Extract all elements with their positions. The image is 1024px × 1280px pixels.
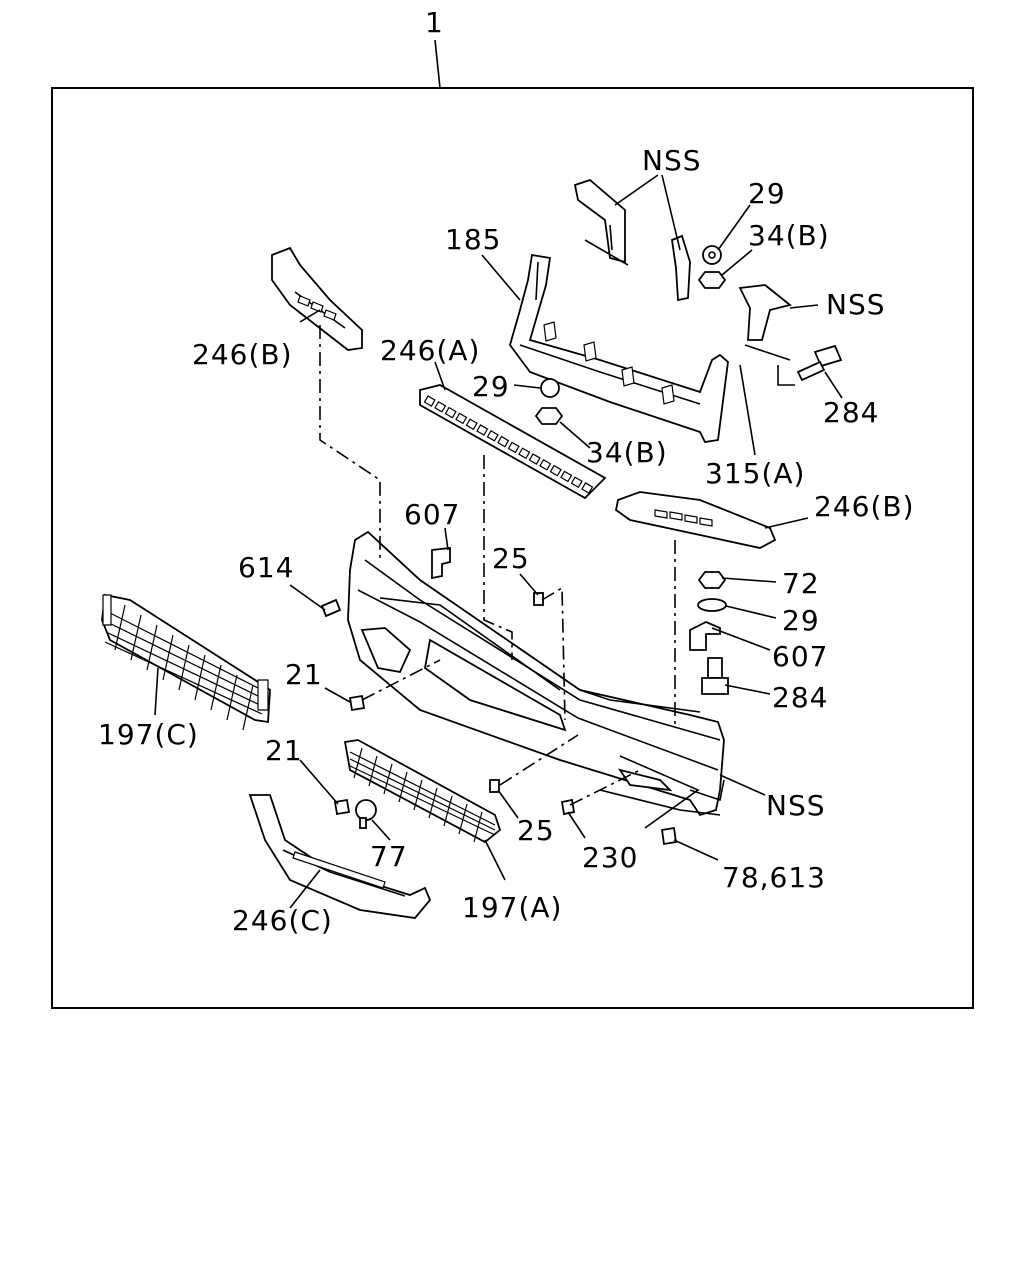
label-607-top: 607: [404, 498, 460, 531]
side-grille-197c: [101, 593, 271, 731]
clip-25-low: [489, 779, 500, 793]
label-77: 77: [370, 840, 408, 873]
nut-72: [697, 571, 727, 589]
label-25-low: 25: [517, 814, 555, 847]
lower-grille-197a: [343, 739, 502, 844]
alignment-line-21: [361, 659, 441, 701]
lower-trim-246c: [248, 794, 432, 919]
nss-bracket-top-right: [671, 234, 691, 302]
nss-bracket-right: [738, 284, 792, 361]
corner-trim-246b-right: [615, 491, 777, 549]
label-29-low: 29: [782, 604, 820, 637]
alignment-line-25-top: [541, 586, 566, 721]
bracket-607-top: [431, 546, 451, 580]
label-nss-top: NSS: [642, 144, 702, 177]
label-246c: 246(C): [232, 904, 333, 937]
label-246a: 246(A): [380, 334, 480, 367]
label-34b-top: 34(B): [748, 219, 830, 252]
washer-29-low: [697, 598, 727, 612]
clip-614: [320, 598, 342, 618]
corner-trim-246b-left: [271, 246, 363, 351]
alignment-line-nss-right: [777, 365, 795, 386]
label-78-613: 78,613: [722, 861, 826, 894]
assembly-frame: [51, 87, 974, 1009]
label-284-low: 284: [772, 681, 828, 714]
leader-lines: [154, 174, 843, 909]
clip-21-top: [348, 694, 366, 712]
alignment-line-78: [619, 755, 700, 829]
alignment-line-246a: [483, 455, 513, 660]
assembly-number-label: 1: [425, 6, 444, 39]
label-284-top: 284: [823, 396, 879, 429]
label-29-mid: 29: [472, 370, 510, 403]
bracket-607-right: [689, 621, 721, 651]
rivet-77: [355, 799, 377, 829]
label-nss-low: NSS: [766, 789, 826, 822]
front-bumper: [347, 530, 725, 817]
label-34b-mid: 34(B): [586, 436, 668, 469]
label-197c: 197(C): [98, 718, 199, 751]
assembly-leader-line: [434, 39, 441, 89]
washer-29-top: [702, 245, 722, 265]
label-21-top: 21: [285, 658, 323, 691]
washer-29-top-hole: [708, 251, 716, 259]
label-230: 230: [582, 841, 638, 874]
label-315a: 315(A): [705, 457, 805, 490]
label-185: 185: [445, 223, 501, 256]
label-25-top: 25: [492, 542, 530, 575]
nut-34b-mid: [534, 407, 564, 425]
bolt-284-top: [796, 344, 843, 382]
label-246b-left: 246(B): [192, 338, 293, 371]
grille-trim-246a: [419, 384, 607, 500]
bracket-frame-185: [509, 253, 729, 443]
label-197a: 197(A): [462, 891, 562, 924]
label-72: 72: [782, 567, 820, 600]
nss-bracket-top-left: [573, 178, 629, 266]
label-246b-right: 246(B): [814, 490, 915, 523]
alignment-line-246b-left: [319, 325, 381, 560]
alignment-line-230: [569, 769, 641, 806]
nut-34b-top: [697, 271, 727, 289]
label-607-right: 607: [772, 640, 828, 673]
washer-29-mid: [540, 378, 560, 398]
label-29-top: 29: [748, 177, 786, 210]
clip-230: [560, 798, 576, 816]
clip-25-top: [533, 592, 544, 606]
label-614: 614: [238, 551, 294, 584]
label-21-low: 21: [265, 734, 303, 767]
alignment-line-25-low: [499, 734, 579, 786]
nut-78-613: [660, 826, 678, 846]
label-nss-right: NSS: [826, 288, 886, 321]
bolt-284-low: [701, 657, 729, 695]
